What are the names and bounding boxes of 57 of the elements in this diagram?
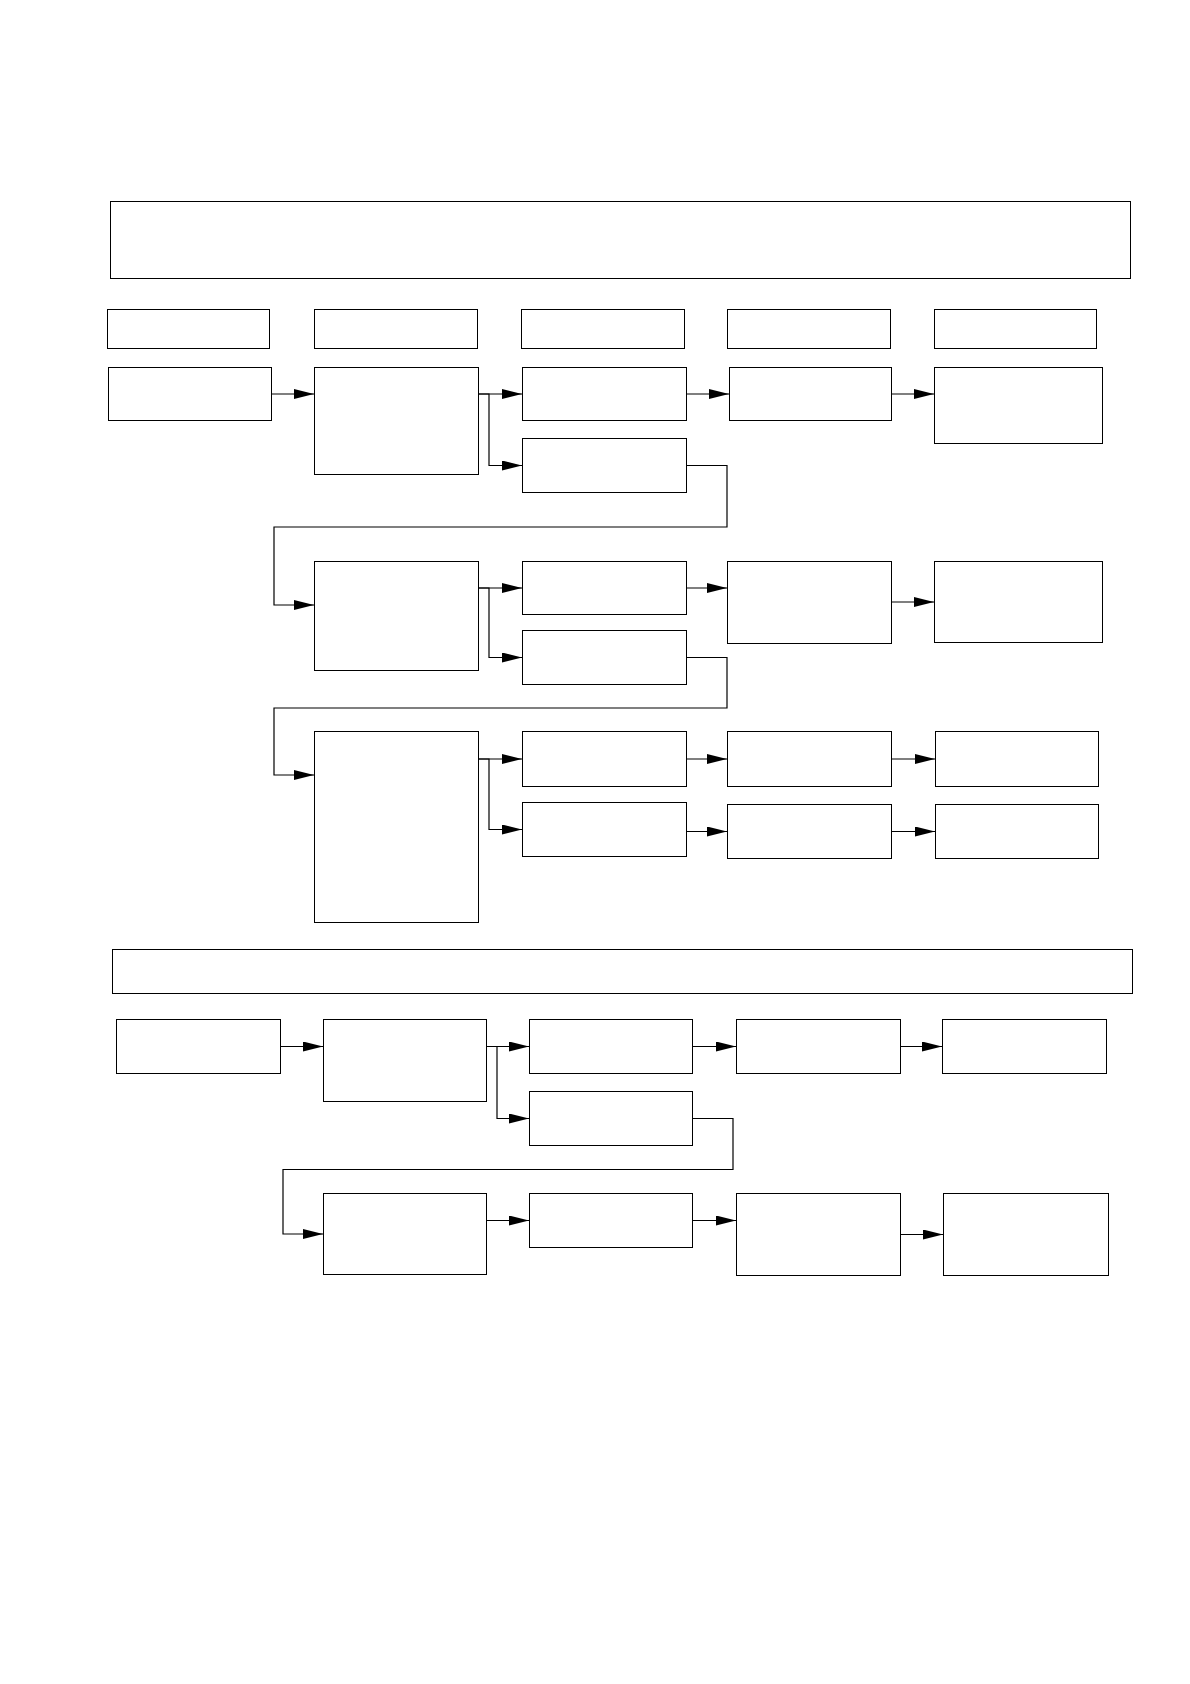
arrow [282,1117,734,1239]
arrow [900,1229,944,1240]
arrow [686,826,728,837]
arrow [891,597,935,607]
process-box [522,561,687,615]
process-box [314,731,479,923]
process-box [522,367,687,421]
process-box [314,561,479,671]
arrow [686,389,730,399]
arrow [280,1041,324,1052]
arrow [692,1215,737,1226]
process-box [736,1019,901,1074]
process-box [522,630,687,685]
arrow [486,1045,530,1124]
arrow [686,583,728,593]
process-box [314,309,478,349]
arrow [900,1041,943,1052]
process-box [108,367,272,421]
arrow [478,758,523,835]
process-box [116,1019,281,1074]
process-box [323,1019,487,1102]
arrow [686,754,728,764]
arrow [271,389,315,399]
process-box [522,731,687,787]
process-box [727,561,892,644]
process-box [934,561,1103,643]
arrow [478,587,523,663]
process-box [522,802,687,857]
process-box [934,367,1103,444]
process-box [110,201,1131,279]
process-box [314,367,479,475]
arrow [891,754,936,764]
process-box [727,309,891,349]
process-box [323,1193,487,1275]
process-box [521,309,685,349]
process-box [736,1193,901,1276]
arrow [692,1041,737,1052]
process-box [943,1193,1109,1276]
process-box [529,1193,693,1248]
process-box [529,1019,693,1074]
process-box [935,731,1099,787]
process-box [729,367,892,421]
arrow [478,393,523,471]
process-box [112,949,1133,994]
process-box [935,804,1099,859]
arrow [273,464,728,610]
arrow [486,1215,530,1226]
process-box [522,438,687,493]
process-box [727,731,892,787]
process-box [934,309,1097,349]
process-box [942,1019,1107,1074]
arrow [891,826,936,837]
arrow [273,656,728,780]
arrow [891,389,935,399]
process-box [529,1091,693,1146]
process-box [727,804,892,859]
process-box [107,309,270,349]
